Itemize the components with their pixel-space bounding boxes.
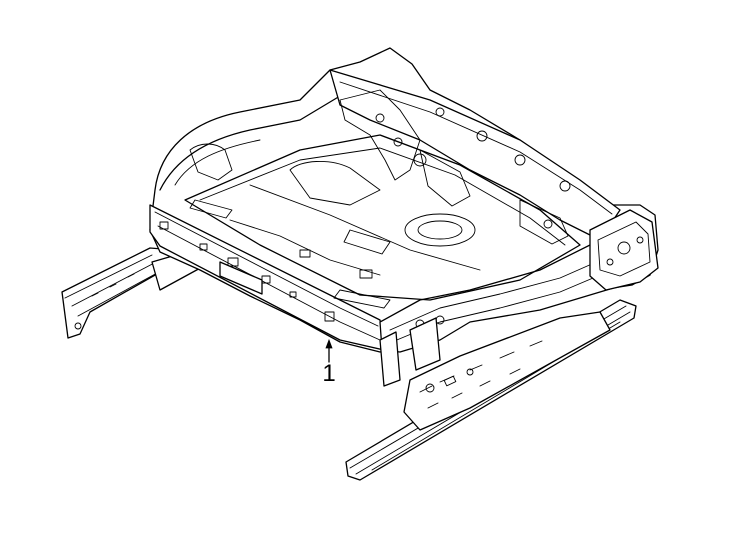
recliner-bracket [589,209,659,291]
right-side-member [329,69,621,241]
seat-pan [184,134,581,309]
front-cross-member [379,227,657,387]
callout-1-leader [325,338,333,363]
right-seat-track [345,299,637,481]
rear-bracket-details [189,89,569,245]
left-side-member [149,204,385,351]
part-callout-number: 1 [322,360,336,387]
